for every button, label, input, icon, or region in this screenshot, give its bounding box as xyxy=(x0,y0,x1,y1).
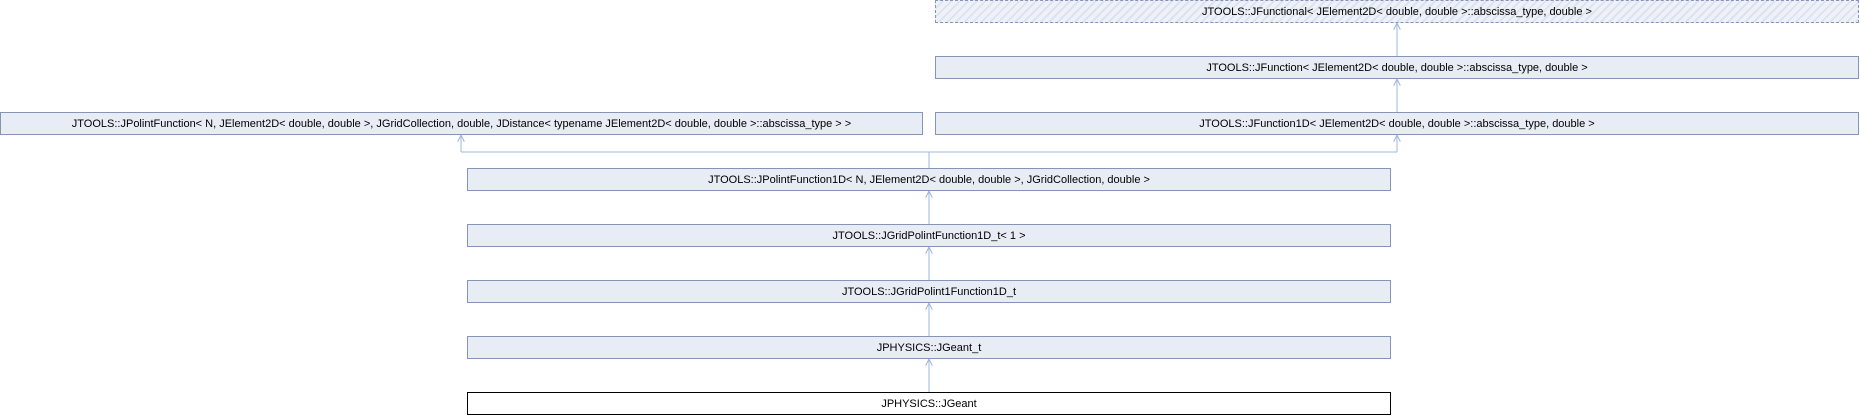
node-jpolintfunction1d[interactable]: JTOOLS::JPolintFunction1D< N, JElement2D… xyxy=(467,168,1391,191)
node-jfunction[interactable]: JTOOLS::JFunction< JElement2D< double, d… xyxy=(935,56,1859,79)
node-jgeant-t-label: JPHYSICS::JGeant_t xyxy=(876,341,982,354)
node-jpolintfunction-label: JTOOLS::JPolintFunction< N, JElement2D< … xyxy=(71,117,852,130)
node-jpolintfunction[interactable]: JTOOLS::JPolintFunction< N, JElement2D< … xyxy=(0,112,923,135)
node-jgridpolint1function1d-t-label: JTOOLS::JGridPolint1Function1D_t xyxy=(841,285,1017,298)
node-jgridpolintfunction1d-t-label: JTOOLS::JGridPolintFunction1D_t< 1 > xyxy=(832,229,1026,242)
node-jgeant[interactable]: JPHYSICS::JGeant xyxy=(467,392,1391,415)
node-jpolintfunction1d-label: JTOOLS::JPolintFunction1D< N, JElement2D… xyxy=(708,173,1150,186)
node-jfunction-label: JTOOLS::JFunction< JElement2D< double, d… xyxy=(1206,61,1588,74)
node-jgeant-label: JPHYSICS::JGeant xyxy=(881,397,977,410)
node-jgeant-t[interactable]: JPHYSICS::JGeant_t xyxy=(467,336,1391,359)
node-jfunction1d-label: JTOOLS::JFunction1D< JElement2D< double,… xyxy=(1199,117,1595,130)
node-jfunctional[interactable]: JTOOLS::JFunctional< JElement2D< double,… xyxy=(935,0,1859,23)
node-jfunctional-label: JTOOLS::JFunctional< JElement2D< double,… xyxy=(1202,5,1592,18)
node-jgridpolintfunction1d-t[interactable]: JTOOLS::JGridPolintFunction1D_t< 1 > xyxy=(467,224,1391,247)
node-jfunction1d[interactable]: JTOOLS::JFunction1D< JElement2D< double,… xyxy=(935,112,1859,135)
node-jgridpolint1function1d-t[interactable]: JTOOLS::JGridPolint1Function1D_t xyxy=(467,280,1391,303)
